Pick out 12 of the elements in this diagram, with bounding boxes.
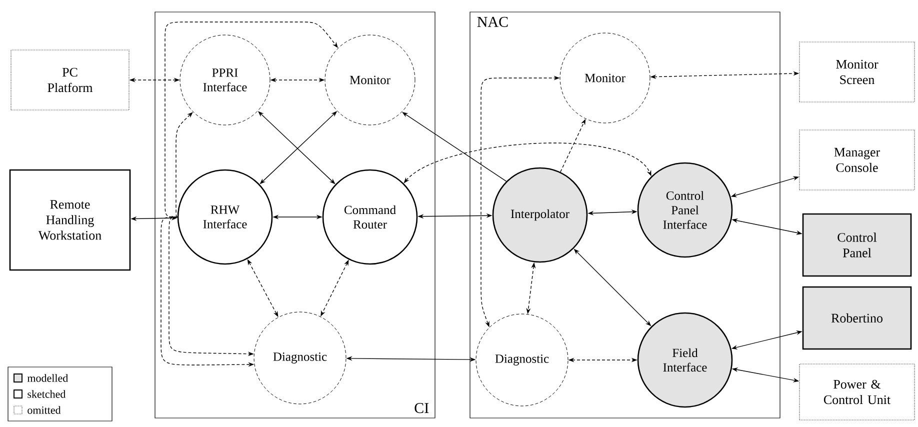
component-box: Control Panel (802, 213, 912, 277)
component-box: Power & Control Unit (799, 364, 915, 420)
arrow (402, 112, 507, 182)
component-box: Remote Handling Workstation (9, 169, 131, 271)
arrow (164, 22, 338, 218)
component-box: PC Platform (10, 50, 130, 110)
legend-item: omitted (14, 406, 61, 414)
component-box: Manager Console (799, 130, 915, 190)
legend-item: sketched (14, 390, 66, 398)
component-box: Robertino (802, 286, 912, 350)
legend-item: modelled (14, 374, 68, 382)
component-box: Monitor Screen (799, 42, 915, 102)
